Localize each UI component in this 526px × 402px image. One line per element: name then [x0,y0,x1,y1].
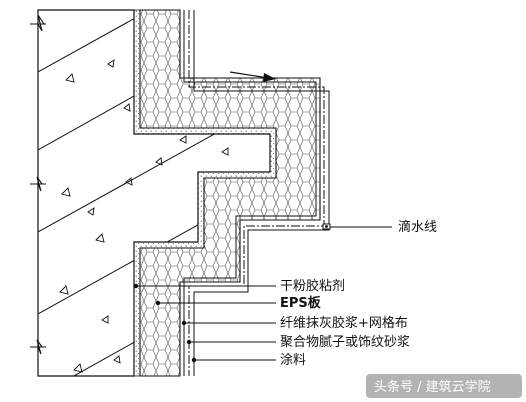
mesh-mortar-label: 纤维抹灰胶浆+网格布 [280,315,408,331]
drip-line-groove [322,223,331,230]
slope-arrow [229,71,276,82]
aggregate-marks [59,59,229,373]
mesh-mortar-line [183,10,317,376]
leader-lines [136,226,392,361]
putty-label: 聚合物腻子或饰纹砂浆 [280,335,410,350]
break-marks [30,14,46,355]
coating-line [193,10,330,376]
eps-board-label: EPS板 [280,295,322,311]
leader-dots [133,283,197,363]
coating-label: 涂料 [280,352,306,368]
watermark-text: 头条号 / 建筑云学院 [374,379,491,395]
dry-adhesive-label: 干粉胶粘剂 [280,278,345,294]
watermark: 头条号 / 建筑云学院 [366,374,522,398]
drip-line-label: 滴水线 [398,219,437,235]
